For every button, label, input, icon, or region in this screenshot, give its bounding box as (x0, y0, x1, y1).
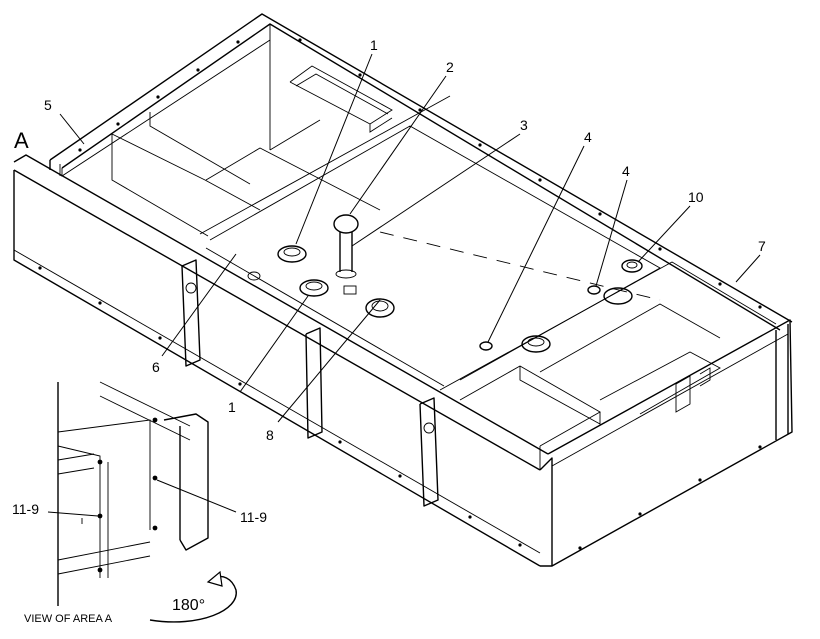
detail-callout-left: 11-9 (12, 501, 39, 517)
rotation-indicator: 180° (149, 570, 237, 623)
rail-bolt-holes (38, 38, 762, 550)
rotation-arrowhead-icon (206, 570, 223, 587)
callout-4-center: 4 (584, 129, 592, 145)
callout-leaders (59, 53, 761, 423)
rotation-arrow-icon (149, 575, 237, 623)
callout-3: 3 (520, 117, 528, 133)
view-caption: VIEW OF AREA A (24, 613, 113, 625)
callout-7: 7 (758, 238, 766, 254)
callout-4-right: 4 (622, 163, 630, 179)
callout-5: 5 (44, 97, 52, 113)
callout-2: 2 (446, 59, 454, 75)
callout-1-top: 1 (370, 37, 378, 53)
frame-body (13, 13, 793, 567)
detail-callout-right: 11-9 (240, 509, 267, 525)
callout-labels: 1 2 3 4 4 10 5 7 6 1 8 A (14, 37, 766, 443)
callout-1-bottom: 1 (228, 399, 236, 415)
callout-10: 10 (688, 189, 704, 205)
view-label-a: A (14, 128, 29, 153)
rotation-label: 180° (172, 597, 205, 614)
callout-6: 6 (152, 359, 160, 375)
deck-fittings (247, 214, 643, 353)
callout-8: 8 (266, 427, 274, 443)
detail-view: 11-9 11-9 VIEW OF AREA A (12, 381, 267, 625)
